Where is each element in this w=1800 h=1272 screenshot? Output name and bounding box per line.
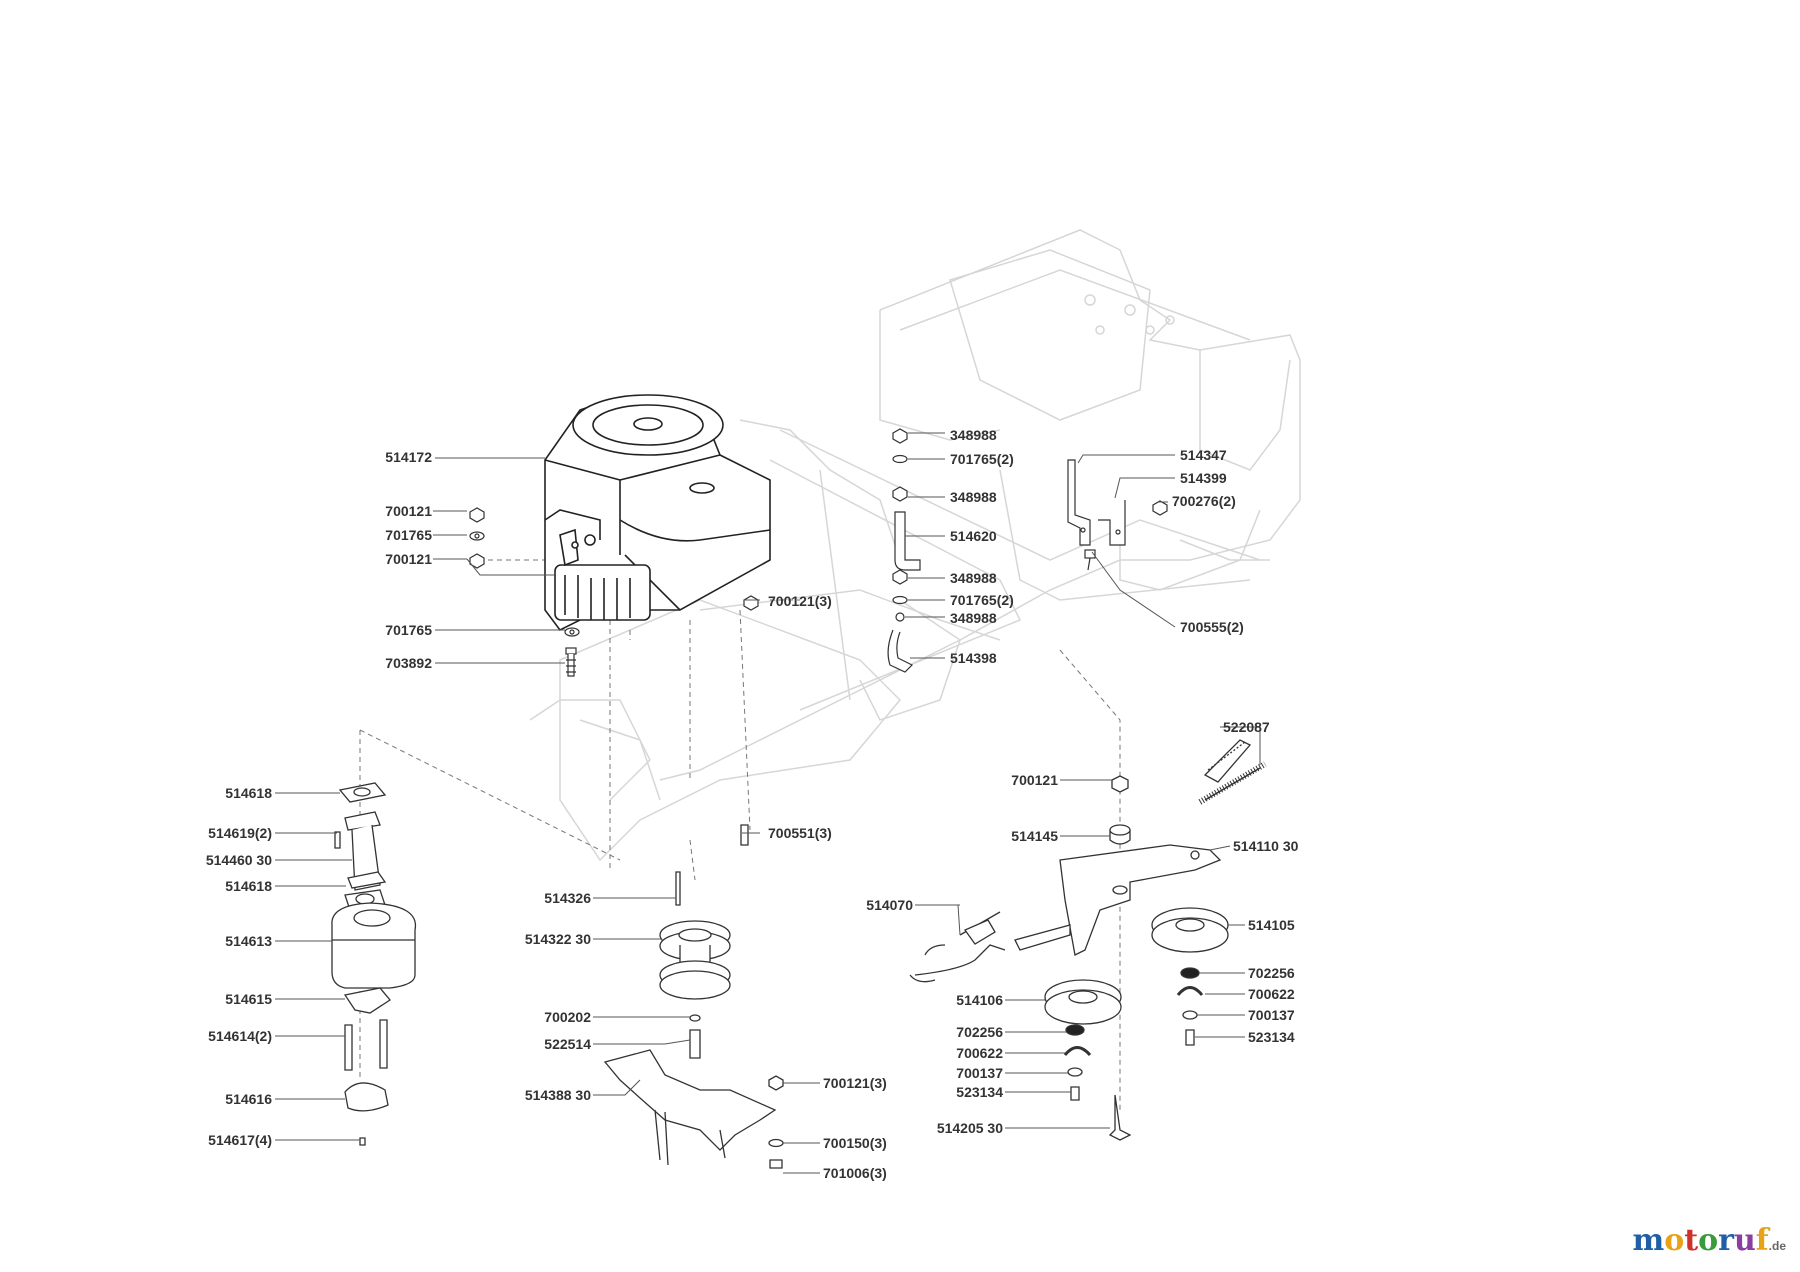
part-label-514620: 514620 [950, 528, 997, 544]
brand-tld: .de [1768, 1239, 1786, 1253]
part-label-514105: 514105 [1248, 917, 1295, 933]
part-label-514326: 514326 [544, 890, 591, 906]
engine-fasteners [469, 507, 759, 677]
idler-arm-assembly [909, 739, 1252, 1141]
part-label-701765-2: 701765(2) [950, 451, 1014, 467]
part-label-514347: 514347 [1180, 447, 1227, 463]
part-label-514619-2: 514619(2) [208, 825, 272, 841]
part-label-514615: 514615 [225, 991, 272, 1007]
part-label-514172: 514172 [385, 449, 432, 465]
part-label-702256: 702256 [956, 1024, 1003, 1040]
part-label-700551-3: 700551(3) [768, 825, 832, 841]
part-label-703892: 703892 [385, 655, 432, 671]
part-label-514205-30: 514205 30 [936, 1120, 1003, 1136]
brand-letter: o [1698, 1223, 1719, 1258]
brand-wordmark: motoruf [1632, 1223, 1768, 1258]
part-label-700121: 700121 [385, 503, 432, 519]
part-label-522514: 522514 [544, 1036, 591, 1052]
part-label-348988: 348988 [950, 610, 997, 626]
part-label-514618: 514618 [225, 785, 272, 801]
part-label-514110-30: 514110 30 [1233, 838, 1299, 854]
part-label-700622: 700622 [956, 1045, 1003, 1061]
part-label-702256: 702256 [1248, 965, 1295, 981]
part-label-701765-2: 701765(2) [950, 592, 1014, 608]
part-label-701006-3: 701006(3) [823, 1165, 887, 1181]
part-label-514070: 514070 [866, 897, 913, 913]
brand-letter: m [1632, 1223, 1665, 1258]
part-label-514322-30: 514322 30 [524, 931, 591, 947]
muffler-assembly [331, 782, 417, 1146]
part-label-700137: 700137 [956, 1065, 1003, 1081]
part-label-514399: 514399 [1180, 470, 1227, 486]
part-label-700121: 700121 [385, 551, 432, 567]
part-label-514145: 514145 [1011, 828, 1058, 844]
part-label-514614-2: 514614(2) [208, 1028, 272, 1044]
leader-lines [275, 432, 1261, 1174]
part-label-514460-30: 514460 30 [205, 852, 272, 868]
brand-logo: motoruf.de [1632, 1223, 1786, 1258]
part-label-514613: 514613 [225, 933, 272, 949]
brand-letter: o [1664, 1223, 1685, 1258]
part-label-514618: 514618 [225, 878, 272, 894]
part-label-514616: 514616 [225, 1091, 272, 1107]
part-label-514398: 514398 [950, 650, 997, 666]
part-label-348988: 348988 [950, 489, 997, 505]
brand-letter: f [1755, 1223, 1769, 1258]
brand-letter: r [1718, 1223, 1734, 1258]
brand-letter: u [1733, 1223, 1756, 1258]
part-label-700622: 700622 [1248, 986, 1295, 1002]
part-label-700276-2: 700276(2) [1172, 493, 1236, 509]
part-label-701765: 701765 [385, 622, 432, 638]
part-label-700150-3: 700150(3) [823, 1135, 887, 1151]
chassis-frame [529, 229, 1301, 862]
rod-hardware [887, 428, 1168, 673]
part-label-523134: 523134 [1248, 1029, 1295, 1045]
part-label-522087: 522087 [1223, 719, 1270, 735]
spring-522087 [1198, 761, 1267, 805]
part-label-514617-4: 514617(4) [208, 1132, 272, 1148]
part-label-514106: 514106 [956, 992, 1003, 1008]
part-label-700137: 700137 [1248, 1007, 1295, 1023]
part-label-701765: 701765 [385, 527, 432, 543]
part-label-523134: 523134 [956, 1084, 1003, 1100]
pulley-assembly [603, 824, 784, 1169]
part-label-700121: 700121 [1011, 772, 1058, 788]
brand-letter: t [1684, 1223, 1699, 1258]
part-label-348988: 348988 [950, 570, 997, 586]
part-label-514388-30: 514388 30 [524, 1087, 591, 1103]
engine [544, 394, 771, 632]
part-label-700202: 700202 [544, 1009, 591, 1025]
part-label-700555-2: 700555(2) [1180, 619, 1244, 635]
part-label-700121-3: 700121(3) [768, 593, 832, 609]
part-label-348988: 348988 [950, 427, 997, 443]
part-label-700121-3: 700121(3) [823, 1075, 887, 1091]
